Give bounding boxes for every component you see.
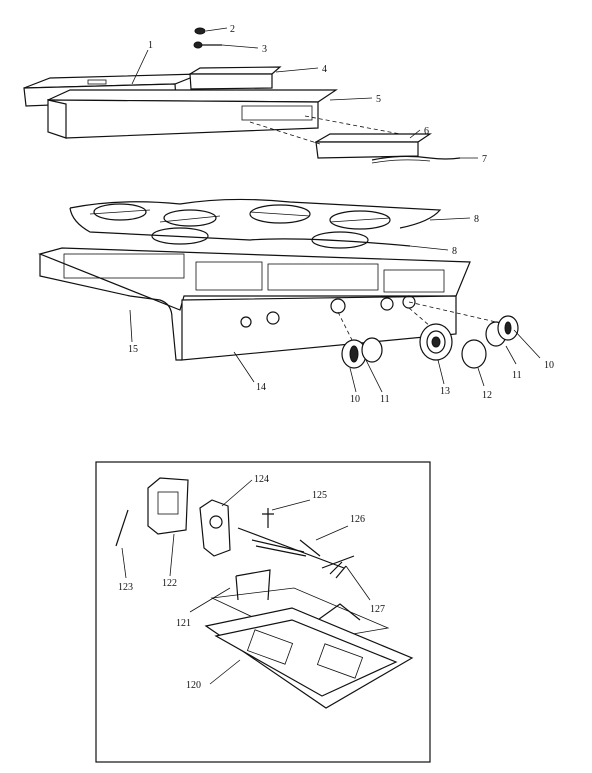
callout-122: 122 [162, 578, 177, 589]
part-124-motor [199, 499, 231, 557]
callout-120: 120 [186, 680, 201, 691]
part-11-knob-left [361, 337, 383, 363]
callout-10-right: 10 [544, 360, 554, 371]
part-13-rotary-dial [419, 323, 453, 361]
callout-127: 127 [370, 604, 385, 615]
part-122-bracket [147, 477, 189, 535]
callout-8-grate-lower: 8 [452, 246, 457, 257]
callout-labels: 1 2 3 4 5 6 7 8 8 15 14 10 11 13 12 11 1… [118, 24, 554, 691]
callout-12: 12 [482, 390, 492, 401]
callout-4: 4 [322, 64, 327, 75]
part-12-knob [461, 339, 487, 369]
part-2-screw [194, 27, 206, 35]
callout-15: 15 [128, 344, 138, 355]
part-125-fork [262, 508, 274, 528]
leader-lines [121, 27, 541, 685]
part-3-screw [193, 41, 222, 49]
callout-11-left: 11 [380, 394, 390, 405]
callout-13: 13 [440, 386, 450, 397]
callout-1: 1 [148, 40, 153, 51]
callout-3: 3 [262, 44, 267, 55]
callout-121: 121 [176, 618, 191, 629]
part-10-knob-left [341, 339, 367, 369]
callout-2: 2 [230, 24, 235, 35]
callout-125: 125 [312, 490, 327, 501]
part-126-spit-rod [237, 527, 345, 569]
callout-123: 123 [118, 582, 133, 593]
callout-126: 126 [350, 514, 365, 525]
part-127-handle [321, 555, 355, 579]
callout-6: 6 [424, 126, 429, 137]
part-4-bracket [187, 66, 282, 90]
part-7-wire-harness [371, 155, 461, 164]
part-120-drip-pan [204, 607, 414, 709]
callout-11-right: 11 [512, 370, 522, 381]
rotisserie-kit-frame [95, 461, 431, 763]
part-8-grates [69, 198, 442, 249]
part-14-cooktop-body [38, 247, 471, 361]
callout-7: 7 [482, 154, 487, 165]
callout-8-grate: 8 [474, 214, 479, 225]
part-5-control-housing [47, 89, 338, 139]
part-6-switch-module [313, 133, 432, 159]
callout-5: 5 [376, 94, 381, 105]
callout-124: 124 [254, 474, 269, 485]
callout-14: 14 [256, 382, 266, 393]
callout-10-left: 10 [350, 394, 360, 405]
part-123-pin [115, 509, 129, 547]
part-10-knob-right [497, 315, 519, 341]
